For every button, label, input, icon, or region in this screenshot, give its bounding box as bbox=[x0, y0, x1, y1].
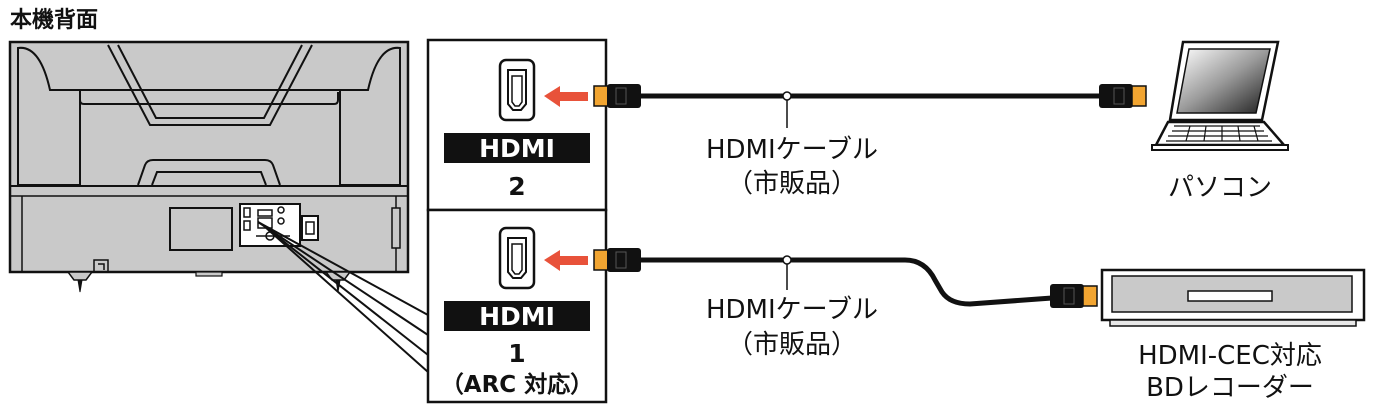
hdmi-plug-icon bbox=[1099, 84, 1147, 108]
device-label-bd: HDMI-CEC対応 bbox=[1138, 341, 1322, 371]
port-callout-2: HDMI 2 bbox=[426, 38, 608, 212]
callout-lines bbox=[257, 221, 429, 373]
hdmi-plug-icon bbox=[593, 248, 641, 272]
hdmi-cable-top bbox=[593, 84, 1147, 128]
port-callout-1: HDMI 1 （ARC 対応） bbox=[426, 208, 608, 404]
arc-note: （ARC 対応） bbox=[441, 371, 593, 398]
hdmi-cable-bottom bbox=[593, 248, 1098, 308]
page-title: 本機背面 bbox=[10, 8, 98, 33]
port-number: 1 bbox=[508, 339, 525, 368]
arrow-left-icon bbox=[544, 250, 588, 271]
device-label-bd-2: BDレコーダー bbox=[1146, 373, 1314, 403]
hdmi-badge bbox=[444, 133, 590, 163]
cable-label: HDMIケーブル bbox=[706, 295, 878, 325]
arrow-left-icon bbox=[544, 86, 588, 107]
port-badge-label: HDMI bbox=[479, 134, 555, 163]
hdmi-port-icon bbox=[498, 226, 536, 290]
tv-back-panel bbox=[8, 40, 410, 293]
hdmi-plug-icon bbox=[593, 84, 641, 108]
hdmi-plug-icon bbox=[1050, 284, 1098, 308]
hdmi-badge bbox=[444, 301, 590, 331]
port-badge-label: HDMI bbox=[479, 302, 555, 331]
hdmi-port-icon bbox=[498, 58, 536, 122]
laptop-icon bbox=[1151, 40, 1289, 151]
device-label-pc: パソコン bbox=[1168, 173, 1272, 203]
cable-label: HDMIケーブル bbox=[706, 135, 878, 165]
cable-note: （市販品） bbox=[727, 330, 857, 360]
cable-note: （市販品） bbox=[727, 169, 857, 199]
port-number: 2 bbox=[508, 172, 525, 201]
bd-recorder-icon bbox=[1100, 268, 1366, 327]
